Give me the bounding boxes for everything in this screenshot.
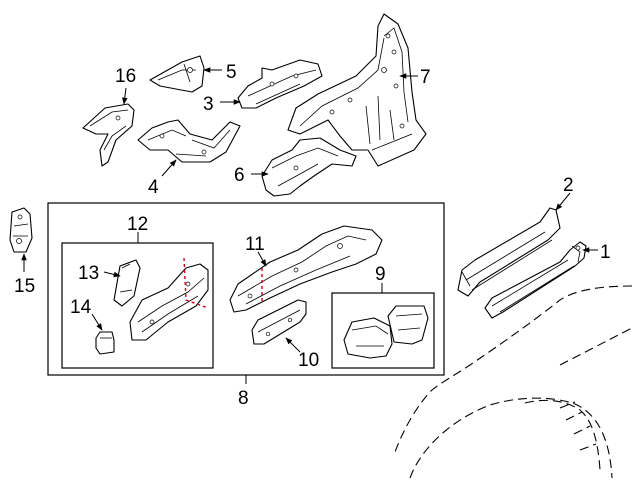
callout-16: 16 [115, 66, 136, 87]
part-3-reinforcement [237, 59, 323, 109]
part-11-frame-rail [229, 225, 383, 313]
part-5-gusset [149, 55, 205, 93]
callout-2: 2 [563, 175, 574, 196]
part-9-brackets [343, 305, 429, 359]
part-12-rail-section [129, 263, 209, 341]
part-15-bracket [9, 207, 33, 253]
callout-11: 11 [245, 234, 265, 255]
part-1-lower-rail [484, 241, 587, 319]
callout-5: 5 [226, 62, 237, 83]
callout-1: 1 [600, 242, 611, 263]
part-7-apron [287, 13, 427, 167]
leader-lines [21, 67, 598, 384]
callout-6: 6 [234, 165, 245, 186]
callout-14: 14 [70, 297, 92, 318]
box-9-frame [331, 292, 435, 369]
callout-7: 7 [420, 67, 431, 88]
callout-8: 8 [238, 388, 249, 409]
part-10-support [251, 299, 307, 345]
callout-10: 10 [298, 350, 319, 371]
callout-15: 15 [14, 276, 35, 297]
callout-13: 13 [78, 263, 99, 284]
part-6-wheelhouse [261, 137, 357, 197]
part-4-apron-bracket [137, 119, 241, 163]
fender-outline [394, 285, 633, 479]
callout-4: 4 [148, 177, 159, 198]
part-13-bracket [113, 259, 141, 307]
callout-9: 9 [375, 264, 386, 285]
part-14-plug [95, 331, 115, 355]
part-12-cut-line [183, 257, 209, 309]
callout-labels: 1 2 3 4 5 6 7 8 9 10 11 12 13 14 15 16 [14, 62, 611, 409]
part-16-bracket [82, 103, 135, 167]
callout-3: 3 [203, 94, 214, 115]
callout-12: 12 [127, 214, 148, 235]
